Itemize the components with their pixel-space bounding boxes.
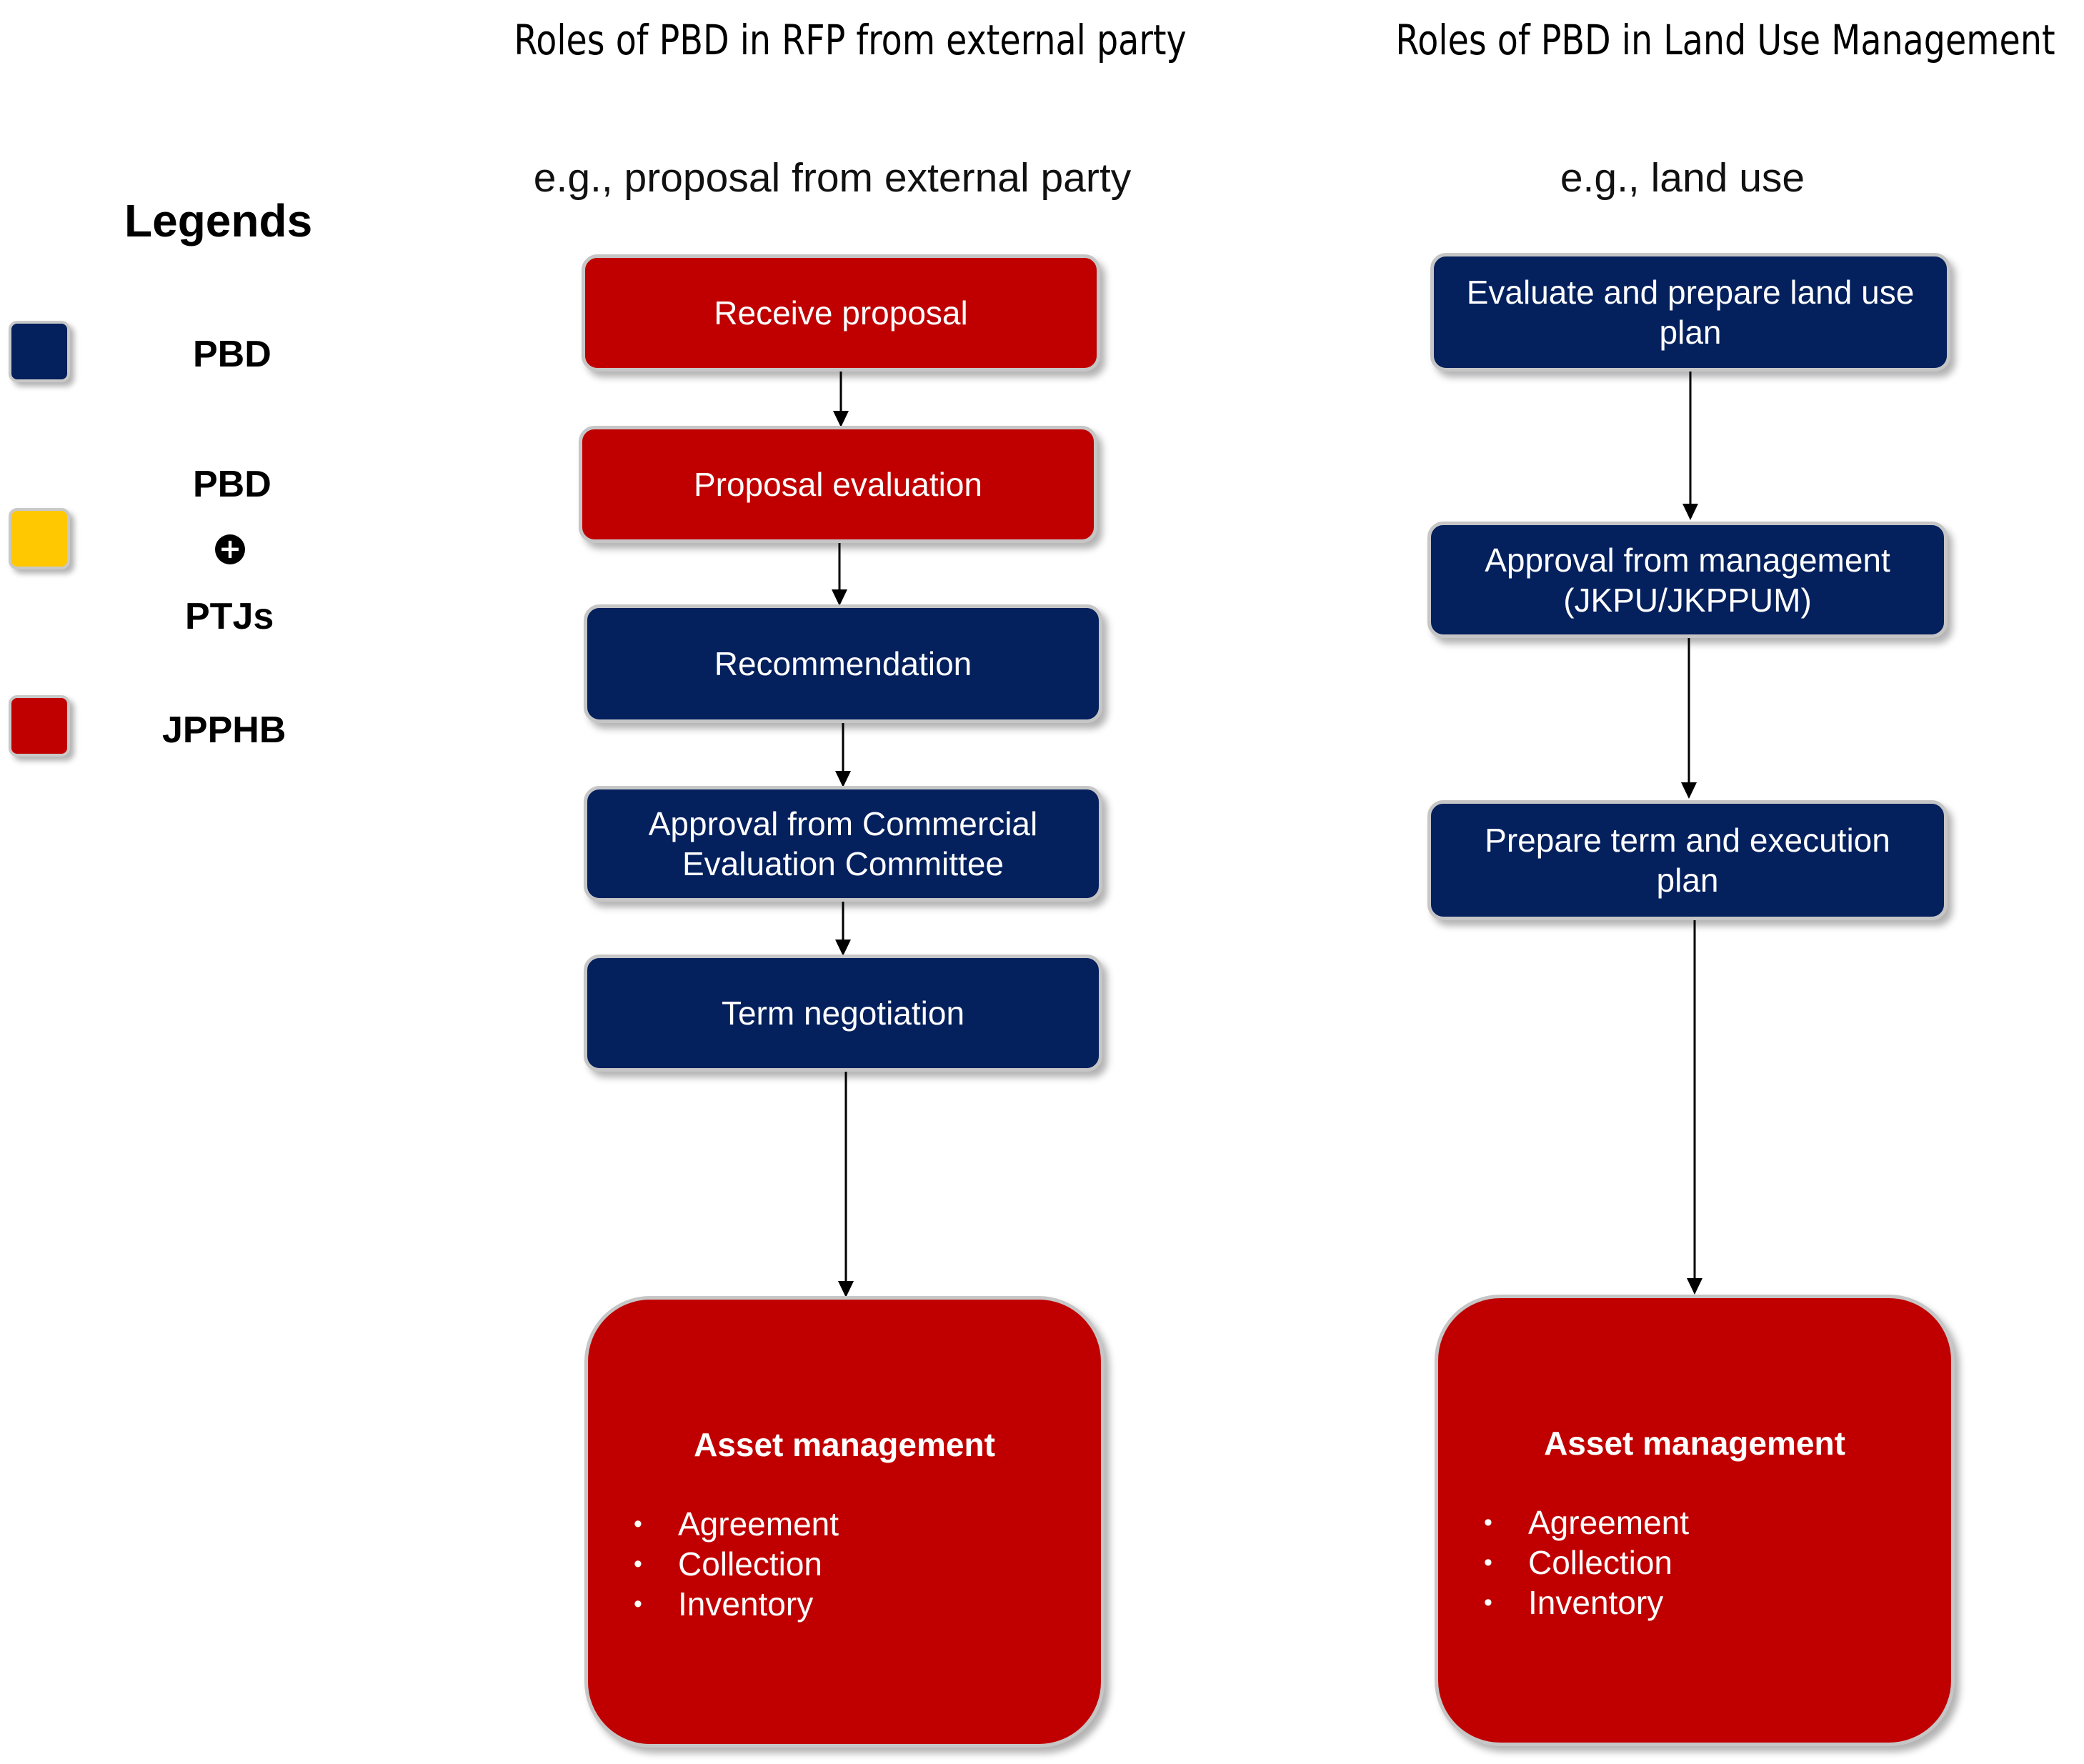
rfp-asset-management-list: •Agreement •Collection •Inventory <box>634 1504 839 1624</box>
step-approval-commercial-committee: Approval from Commercial Evaluation Comm… <box>584 786 1102 902</box>
step-recommendation: Recommendation <box>584 604 1102 723</box>
legend-title: Legends <box>124 195 313 246</box>
legend-label-pbd-ptjs-top: PBD <box>193 464 271 505</box>
step-proposal-evaluation: Proposal evaluation <box>579 426 1097 543</box>
step-term-negotiation: Term negotiation <box>584 955 1102 1072</box>
legend-label-pbd-ptjs-bottom: PTJs <box>185 596 274 637</box>
land-asset-management-title: Asset management <box>1544 1425 1845 1462</box>
rfp-asset-management-title: Asset management <box>694 1426 995 1463</box>
step-evaluate-land-use-plan: Evaluate and prepare land use plan <box>1430 253 1950 372</box>
land-example-label: e.g., land use <box>1560 155 1805 201</box>
step-recommendation-label: Recommendation <box>714 645 972 682</box>
bullet-icon: • <box>1484 1509 1492 1536</box>
step-term-negotiation-label: Term negotiation <box>721 995 965 1032</box>
legend-swatch-jpphb <box>9 695 70 757</box>
bullet-icon: • <box>1484 1549 1492 1576</box>
rfp-asset-management: Asset management •Agreement •Collection … <box>584 1296 1105 1748</box>
list-item: •Inventory <box>1484 1584 1664 1621</box>
plus-icon: + <box>215 534 245 564</box>
legend-label-jpphb: JPPHB <box>162 709 286 751</box>
step-receive-proposal: Receive proposal <box>582 254 1100 372</box>
step-prepare-term-execution: Prepare term and execution plan <box>1427 800 1948 920</box>
bullet-icon: • <box>634 1590 642 1618</box>
step-receive-proposal-label: Receive proposal <box>714 294 968 332</box>
land-asset-management: Asset management •Agreement •Collection … <box>1435 1295 1955 1746</box>
step-prepare-term-execution-label: Prepare term and execution plan <box>1485 822 1890 899</box>
step-approval-management: Approval from management (JKPU/JKPPUM) <box>1427 522 1948 638</box>
legend-label-pbd: PBD <box>193 334 271 375</box>
legend-swatch-pbd-ptjs <box>9 508 70 569</box>
land-asset-management-list: •Agreement •Collection •Inventory <box>1484 1503 1689 1623</box>
legend-swatch-pbd <box>9 321 70 382</box>
list-item: •Agreement <box>1484 1504 1690 1541</box>
step-evaluate-land-use-plan-label: Evaluate and prepare land use plan <box>1466 274 1915 351</box>
step-approval-commercial-committee-label: Approval from Commercial Evaluation Comm… <box>648 805 1038 882</box>
step-proposal-evaluation-label: Proposal evaluation <box>693 466 983 503</box>
rfp-column-title: Roles of PBD in RFP from external party <box>514 16 1187 64</box>
rfp-example-label: e.g., proposal from external party <box>533 155 1132 201</box>
step-approval-management-label: Approval from management (JKPU/JKPPUM) <box>1485 541 1890 619</box>
bullet-icon: • <box>1484 1589 1492 1616</box>
bullet-icon: • <box>634 1550 642 1578</box>
list-item: •Collection <box>634 1545 822 1583</box>
list-item: •Inventory <box>634 1585 814 1623</box>
list-item: •Collection <box>1484 1544 1672 1581</box>
list-item: •Agreement <box>634 1505 839 1543</box>
land-column-title: Roles of PBD in Land Use Management <box>1395 16 2055 64</box>
bullet-icon: • <box>634 1510 642 1538</box>
